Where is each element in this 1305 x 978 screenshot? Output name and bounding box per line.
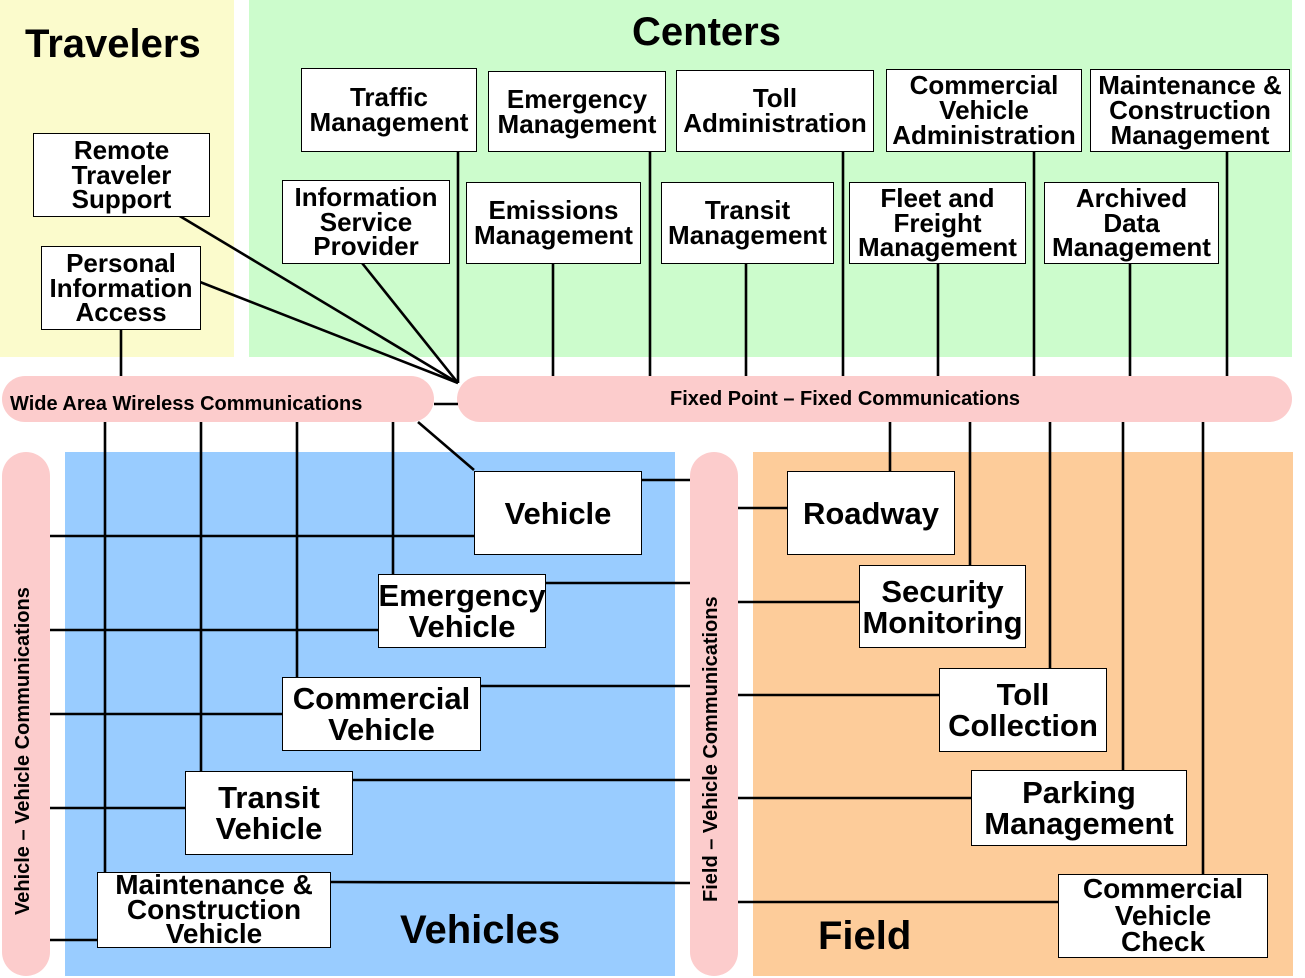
connector xyxy=(199,280,459,385)
field-vehicle-label: Field – Vehicle Communications xyxy=(700,596,722,902)
personal-information-access-node[interactable]: Personal Information Access xyxy=(41,246,201,330)
connector xyxy=(417,421,475,471)
maintenance-construction-vehicle-node[interactable]: Maintenance & Construction Vehicle xyxy=(97,871,331,948)
centers-region xyxy=(249,0,1292,357)
archived-data-management-node[interactable]: Archived Data Management xyxy=(1044,182,1219,264)
vehicle-node[interactable]: Vehicle xyxy=(474,471,642,555)
fixed-point-label: Fixed Point – Fixed Communications xyxy=(670,388,1021,410)
traffic-management-node[interactable]: Traffic Management xyxy=(301,68,477,152)
vehicle-vehicle-label: Vehicle – Vehicle Communications xyxy=(12,587,34,915)
centers-title: Centers xyxy=(632,10,781,54)
emergency-management-node[interactable]: Emergency Management xyxy=(488,71,666,152)
security-monitoring-node[interactable]: Security Monitoring xyxy=(859,565,1026,648)
emergency-vehicle-node[interactable]: Emergency Vehicle xyxy=(378,574,546,648)
remote-traveler-support-node[interactable]: Remote Traveler Support xyxy=(33,133,210,217)
vehicle-vehicle-bus xyxy=(2,452,50,976)
emissions-management-node[interactable]: Emissions Management xyxy=(466,182,641,264)
toll-administration-node[interactable]: Toll Administration xyxy=(676,70,874,152)
travelers-title: Travelers xyxy=(25,22,201,66)
parking-management-node[interactable]: Parking Management xyxy=(971,770,1187,846)
commercial-vehicle-node[interactable]: Commercial Vehicle xyxy=(282,677,481,751)
commercial-vehicle-check-node[interactable]: Commercial Vehicle Check xyxy=(1058,874,1268,958)
connector xyxy=(360,262,460,384)
vehicles-title: Vehicles xyxy=(400,908,561,952)
connector xyxy=(177,213,459,385)
information-service-provider-node[interactable]: Information Service Provider xyxy=(282,180,450,264)
transit-vehicle-node[interactable]: Transit Vehicle xyxy=(185,771,353,855)
field-title: Field xyxy=(818,914,912,958)
wide-area-label: Wide Area Wireless Communications xyxy=(10,393,363,415)
roadway-node[interactable]: Roadway xyxy=(787,471,955,555)
commercial-vehicle-administration-node[interactable]: Commercial Vehicle Administration xyxy=(886,69,1082,152)
toll-collection-node[interactable]: Toll Collection xyxy=(939,668,1107,752)
wide-area-wireless-bus xyxy=(2,376,434,422)
maintenance-construction-management-node[interactable]: Maintenance & Construction Management xyxy=(1090,69,1290,152)
transit-management-node[interactable]: Transit Management xyxy=(661,182,834,264)
fixed-point-bus xyxy=(457,376,1292,422)
fleet-freight-management-node[interactable]: Fleet and Freight Management xyxy=(849,182,1026,264)
connector xyxy=(330,880,691,885)
field-vehicle-bus xyxy=(690,452,738,976)
